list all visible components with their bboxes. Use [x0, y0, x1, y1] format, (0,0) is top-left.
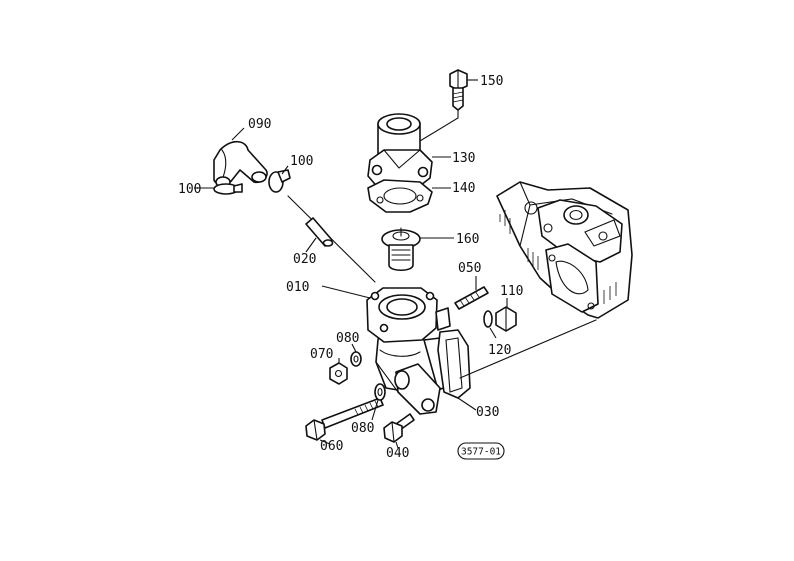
- callout-130: 130: [452, 151, 475, 166]
- hose-clamp-100a: [213, 183, 243, 195]
- callout-060: 060: [320, 439, 343, 454]
- leader-lines: [194, 79, 508, 449]
- callout-080-upper: 080: [336, 331, 359, 346]
- thermostat-housing-010: [366, 287, 461, 415]
- bolt-150: [449, 69, 468, 111]
- callout-040: 040: [386, 446, 409, 461]
- bolt-040: [383, 413, 415, 443]
- callout-labels: 150 090 100 100 130 140 160 020 010 050 …: [178, 74, 523, 461]
- callout-030: 030: [476, 405, 499, 420]
- thermostat-160: [381, 227, 421, 272]
- callout-110: 110: [500, 284, 523, 299]
- callout-020: 020: [293, 252, 316, 267]
- engine-block: [496, 181, 633, 319]
- callout-010: 010: [286, 280, 309, 295]
- callout-050: 050: [458, 261, 481, 276]
- gasket-140: [367, 179, 433, 213]
- callout-160: 160: [456, 232, 479, 247]
- pipe-020: [305, 217, 334, 247]
- hose-090: [213, 140, 268, 188]
- callout-090: 090: [248, 117, 271, 132]
- callout-100-right: 100: [290, 154, 313, 169]
- callout-150: 150: [480, 74, 503, 89]
- drain-plug-110: [495, 306, 517, 332]
- reference-code: 3577-01: [461, 447, 501, 458]
- reference-code-tag: 3577-01: [457, 442, 505, 460]
- hose-clamp-100b: [268, 169, 291, 193]
- callout-070: 070: [310, 347, 333, 362]
- stud-050: [454, 286, 489, 310]
- callout-100-left: 100: [178, 182, 201, 197]
- nut-070: [329, 362, 348, 385]
- washer-080a: [350, 351, 362, 367]
- gasket-030: [437, 329, 471, 399]
- callout-120: 120: [488, 343, 511, 358]
- bolt-060: [305, 397, 384, 441]
- callout-140: 140: [452, 181, 475, 196]
- assembly-line-engine: [459, 319, 597, 379]
- washer-120: [483, 310, 493, 328]
- washer-080b: [374, 383, 386, 401]
- callout-080-lower: 080: [351, 421, 374, 436]
